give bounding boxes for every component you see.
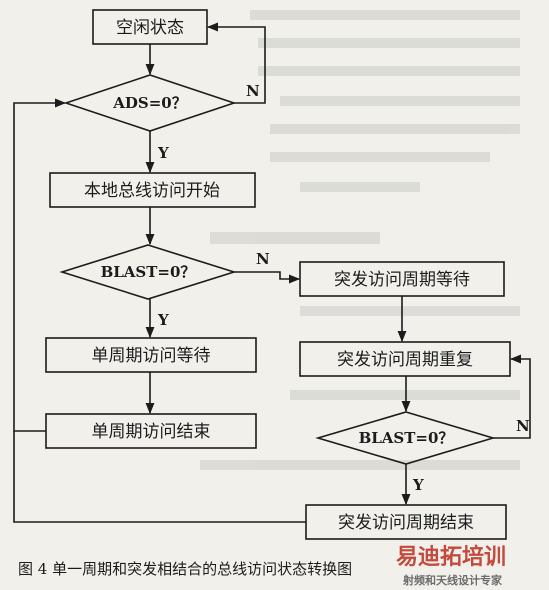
label-blast2-yes: Y	[412, 476, 424, 494]
label-blast1-yes: Y	[157, 311, 169, 329]
decision-blast2: BLAST=0？	[359, 429, 454, 447]
label-ads-yes: Y	[157, 144, 169, 162]
label-ads-no: N	[246, 82, 260, 100]
background-bleed	[200, 10, 520, 470]
edge-single-end-to-top	[13, 98, 67, 432]
watermark-slogan: 射频和天线设计专家	[402, 573, 503, 587]
label-blast2-no: N	[516, 417, 530, 435]
edge-blast1-no	[234, 271, 301, 284]
edge-ads-no-loop	[206, 22, 266, 104]
watermark-logo: 易迪拓培训	[396, 544, 506, 570]
label-blast1-no: N	[256, 250, 270, 268]
node-idle: 空闲状态	[116, 18, 184, 38]
figure-caption: 图 4 单一周期和突发相结合的总线访问状态转换图	[18, 560, 352, 578]
decision-blast1: BLAST=0？	[101, 263, 196, 281]
decision-ads: ADS=0？	[112, 94, 186, 112]
edge-blast2-no-loop	[493, 354, 531, 439]
edge-burst-end-to-top	[13, 431, 306, 523]
node-single-end: 单周期访问结束	[92, 422, 211, 442]
node-single-wait: 单周期访问等待	[92, 346, 211, 366]
node-burst-end: 突发访问周期结束	[338, 513, 474, 533]
node-burst-repeat: 突发访问周期重复	[337, 350, 473, 370]
node-local-start: 本地总线访问开始	[84, 181, 220, 201]
node-burst-wait: 突发访问周期等待	[334, 270, 470, 290]
decision-blast1-shape	[59, 244, 237, 300]
